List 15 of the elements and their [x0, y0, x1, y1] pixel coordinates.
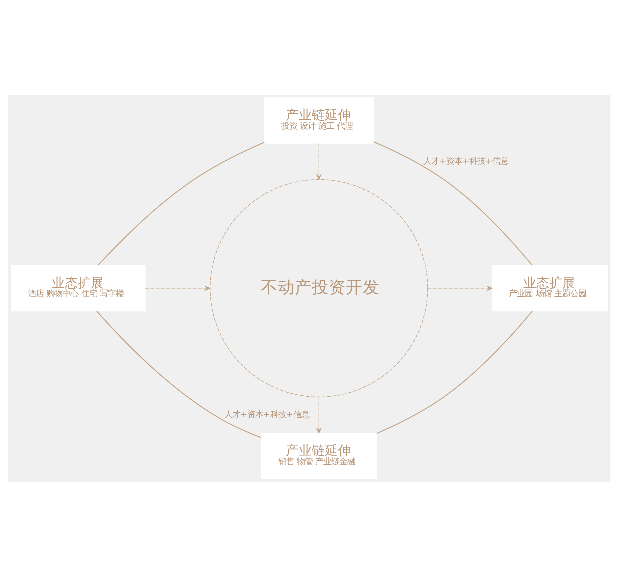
arrow [316, 396, 322, 434]
arrow [316, 142, 322, 180]
edge-label: 人才+资本+科技+信息 [424, 155, 509, 166]
connector [373, 140, 533, 266]
connector [98, 142, 266, 266]
connector [376, 310, 533, 434]
node-circle: 不动产投资开发 [210, 178, 428, 398]
node-box: 业态扩展 酒店 购物中心 住宅 写字楼 [10, 264, 146, 312]
node-box: 产业链延伸 销售 物管 产业链金融 [261, 432, 378, 479]
node-box: 业态扩展 产业园 场馆 主题公园 [492, 264, 608, 312]
node-box: 产业链延伸 投资 设计 施工 代理 [264, 97, 374, 144]
connector [96, 310, 262, 438]
arrow [145, 285, 211, 291]
arrow [428, 285, 493, 291]
edge-label: 人才+资本+科技+信息 [224, 408, 310, 419]
